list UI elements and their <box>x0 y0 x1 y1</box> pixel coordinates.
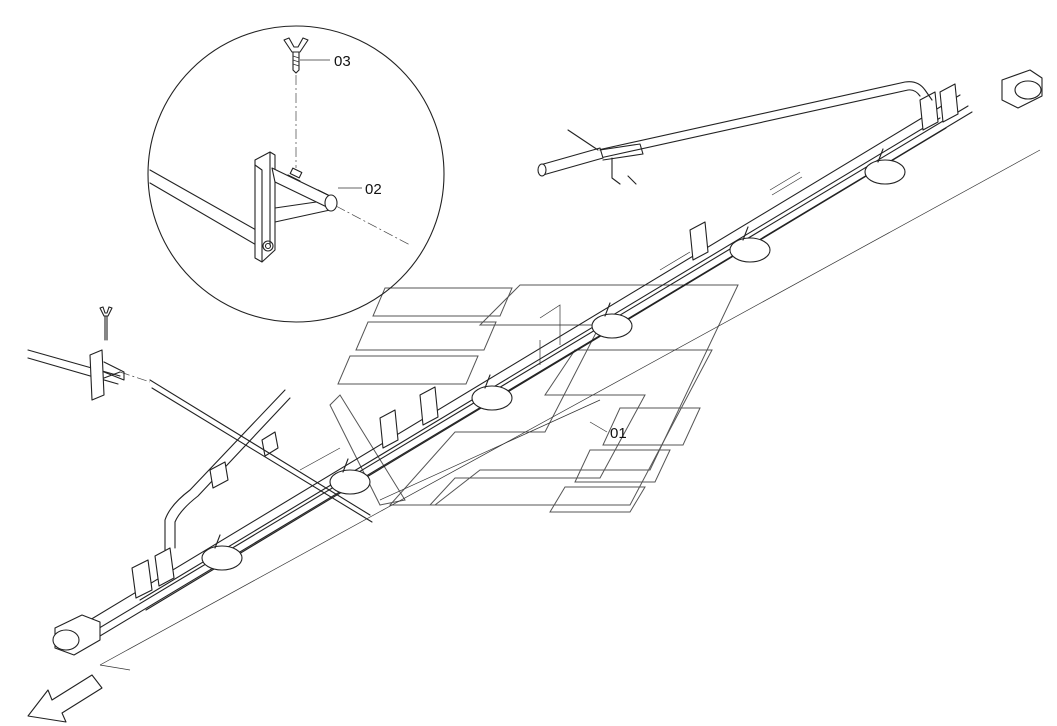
wing-nut-icon <box>99 306 113 341</box>
callout-02: 02 <box>365 181 382 198</box>
callout-01: 01 <box>610 425 627 442</box>
nozzle-row <box>201 148 906 571</box>
callout-03: 03 <box>334 53 351 70</box>
leader-01 <box>589 421 608 433</box>
direction-arrow-icon <box>27 674 103 723</box>
boom-brackets <box>131 83 959 599</box>
detail-circle <box>147 25 445 323</box>
left-detail-bracket <box>27 306 125 401</box>
watermark-logo <box>329 284 739 513</box>
wing-nut-icon <box>283 37 309 74</box>
boom-assembly <box>27 69 1043 671</box>
